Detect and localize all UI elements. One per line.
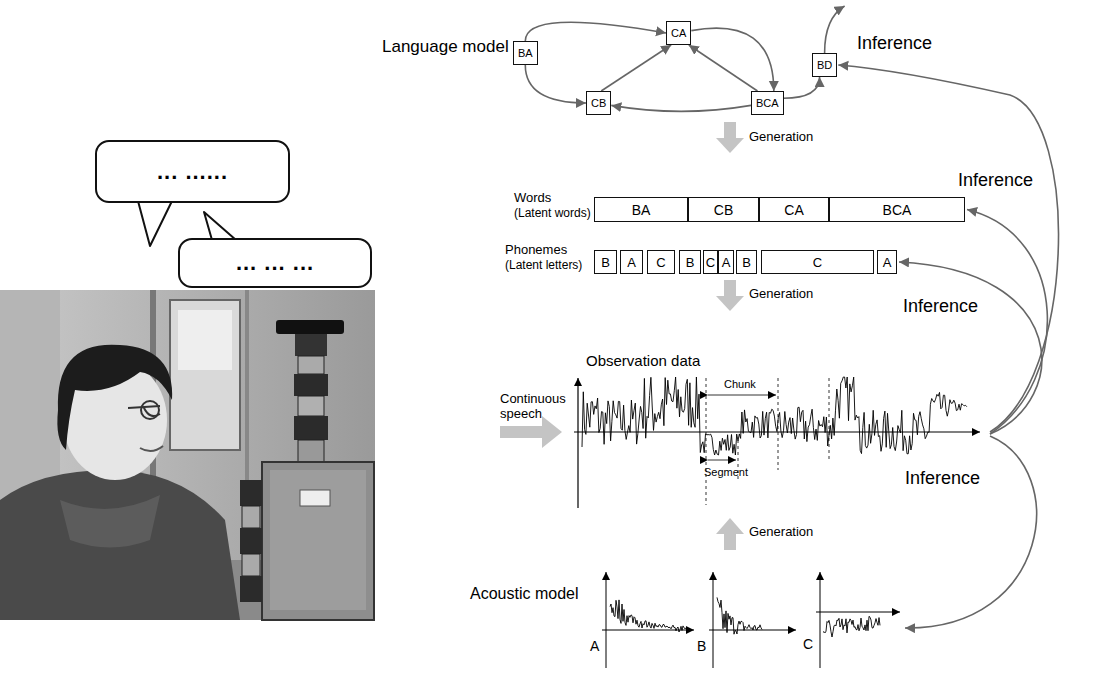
node-text: A <box>722 255 731 270</box>
word-box: BA <box>594 197 688 222</box>
node-text: C <box>813 255 822 270</box>
transition-arrow <box>525 65 586 103</box>
process-label: Generation <box>749 525 813 540</box>
node-text: B <box>742 255 751 270</box>
chunk-span <box>708 395 776 396</box>
word-box: BCA <box>829 197 965 222</box>
node-text: BCA <box>756 95 779 111</box>
node-text: CB <box>714 202 733 218</box>
waveform <box>582 377 967 455</box>
inference-arrow <box>967 210 1047 435</box>
phoneme-box: B <box>736 250 757 274</box>
axis <box>606 572 607 668</box>
node-text: BA <box>632 202 651 218</box>
node-text: CA <box>784 202 803 218</box>
transition-arrow <box>825 6 845 53</box>
transition-arrow <box>601 45 671 91</box>
phoneme-box: A <box>718 250 734 274</box>
phoneme-box: C <box>761 250 874 274</box>
inference-arrow <box>899 262 1042 434</box>
node-text: A <box>883 255 892 270</box>
block-arrow <box>500 122 744 550</box>
word-state: CB <box>586 91 611 115</box>
process-label: Generation <box>749 130 813 145</box>
acoustic-wave <box>823 616 880 637</box>
node-text: CA <box>671 25 686 41</box>
phoneme-box: C <box>703 250 718 274</box>
acoustic-wave <box>717 597 762 634</box>
axis <box>816 612 900 613</box>
process-label: Inference <box>903 296 978 317</box>
word-state: BD <box>812 53 837 77</box>
node-text: ... ...... <box>157 159 228 185</box>
transition-arrow <box>611 105 751 111</box>
word-box: CB <box>688 197 759 222</box>
axis <box>577 378 578 508</box>
process-label: Generation <box>749 287 813 302</box>
word-box: CA <box>759 197 829 222</box>
node-text: C <box>706 255 715 270</box>
node-text: C <box>656 255 665 270</box>
model-label: Acoustic model <box>470 585 579 603</box>
process-label: Inference <box>905 468 980 489</box>
word-state: BA <box>513 41 538 65</box>
phoneme-box: B <box>679 250 701 274</box>
word-state: CA <box>666 21 691 45</box>
transition-arrow <box>689 45 758 91</box>
inference-arrow <box>905 436 1037 628</box>
bubble-tail <box>204 212 236 240</box>
process-label: Inference <box>857 33 932 54</box>
span-label: Chunk <box>724 378 756 391</box>
segment-span <box>708 460 736 461</box>
input-label: Continuous speech <box>500 392 578 422</box>
word-state: BCA <box>751 91 784 115</box>
model-label: Language model <box>382 37 509 57</box>
transition-arrow <box>525 22 666 41</box>
bubble-tail <box>138 201 172 246</box>
unit-label: C <box>803 636 813 652</box>
phoneme-box: C <box>647 250 675 274</box>
node-text: CB <box>591 95 606 111</box>
axis <box>820 572 821 668</box>
unit-label: A <box>590 638 599 654</box>
process-label: Inference <box>958 170 1033 191</box>
acoustic-wave <box>610 600 688 632</box>
transition-arrow <box>691 28 774 91</box>
unit-label: B <box>697 638 706 654</box>
phoneme-box: A <box>877 250 897 274</box>
photo <box>0 290 375 620</box>
phoneme-box: A <box>620 250 643 274</box>
plot-label: Observation data <box>586 352 700 369</box>
row-label: Phonemes <box>505 243 567 258</box>
row-label: (Latent letters) <box>505 259 582 273</box>
node-text: BCA <box>883 202 912 218</box>
axis <box>713 572 714 668</box>
node-text: B <box>601 255 610 270</box>
speech-bubble: ... ...... <box>95 140 290 203</box>
node-text: BD <box>817 57 832 73</box>
node-text: A <box>627 255 636 270</box>
span-label: Segment <box>704 466 748 479</box>
transition-arrow <box>784 77 820 98</box>
node-text: B <box>686 255 695 270</box>
chunk-divider <box>706 378 829 505</box>
speech-bubble: ... ... ... <box>178 238 372 288</box>
node-text: ... ... ... <box>236 250 314 276</box>
phoneme-box: B <box>594 250 617 274</box>
node-text: BA <box>518 45 533 61</box>
row-label: (Latent words) <box>514 207 591 221</box>
row-label: Words <box>514 191 551 206</box>
